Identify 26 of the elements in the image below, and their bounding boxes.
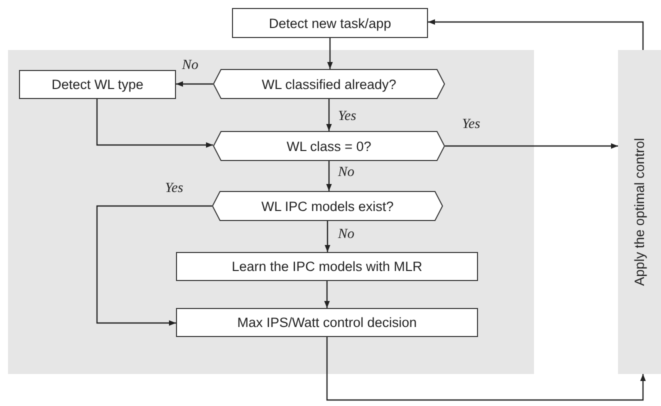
arrow [428,19,644,50]
process-box: Learn the IPC models with MLR [176,252,478,281]
decision-hexagon: WL IPC models exist? [212,191,443,221]
edge-label: No [338,228,354,242]
edge-label: Yes [338,110,356,124]
process-box: Detect new task/app [232,8,428,38]
arrow [176,81,213,87]
process-box: Detect WL type [19,70,176,99]
edge-label: Yes [462,118,480,132]
arrow [324,281,330,308]
arrow [445,143,618,149]
arrow [327,38,333,69]
decision-hexagon: WL classified already? [213,69,445,99]
arrow [326,337,646,401]
edge-label: Yes [165,182,184,196]
side-panel: Apply the optimal control [618,50,661,374]
arrow [96,99,213,148]
background-panel [8,50,534,374]
arrow [96,205,212,326]
decision-hexagon: WL class = 0? [213,131,445,161]
arrow [326,99,332,131]
edge-label: No [338,166,354,180]
edge-label: No [182,59,198,73]
process-box: Max IPS/Watt control decision [176,308,478,337]
arrow [324,221,330,252]
arrow [326,161,332,191]
